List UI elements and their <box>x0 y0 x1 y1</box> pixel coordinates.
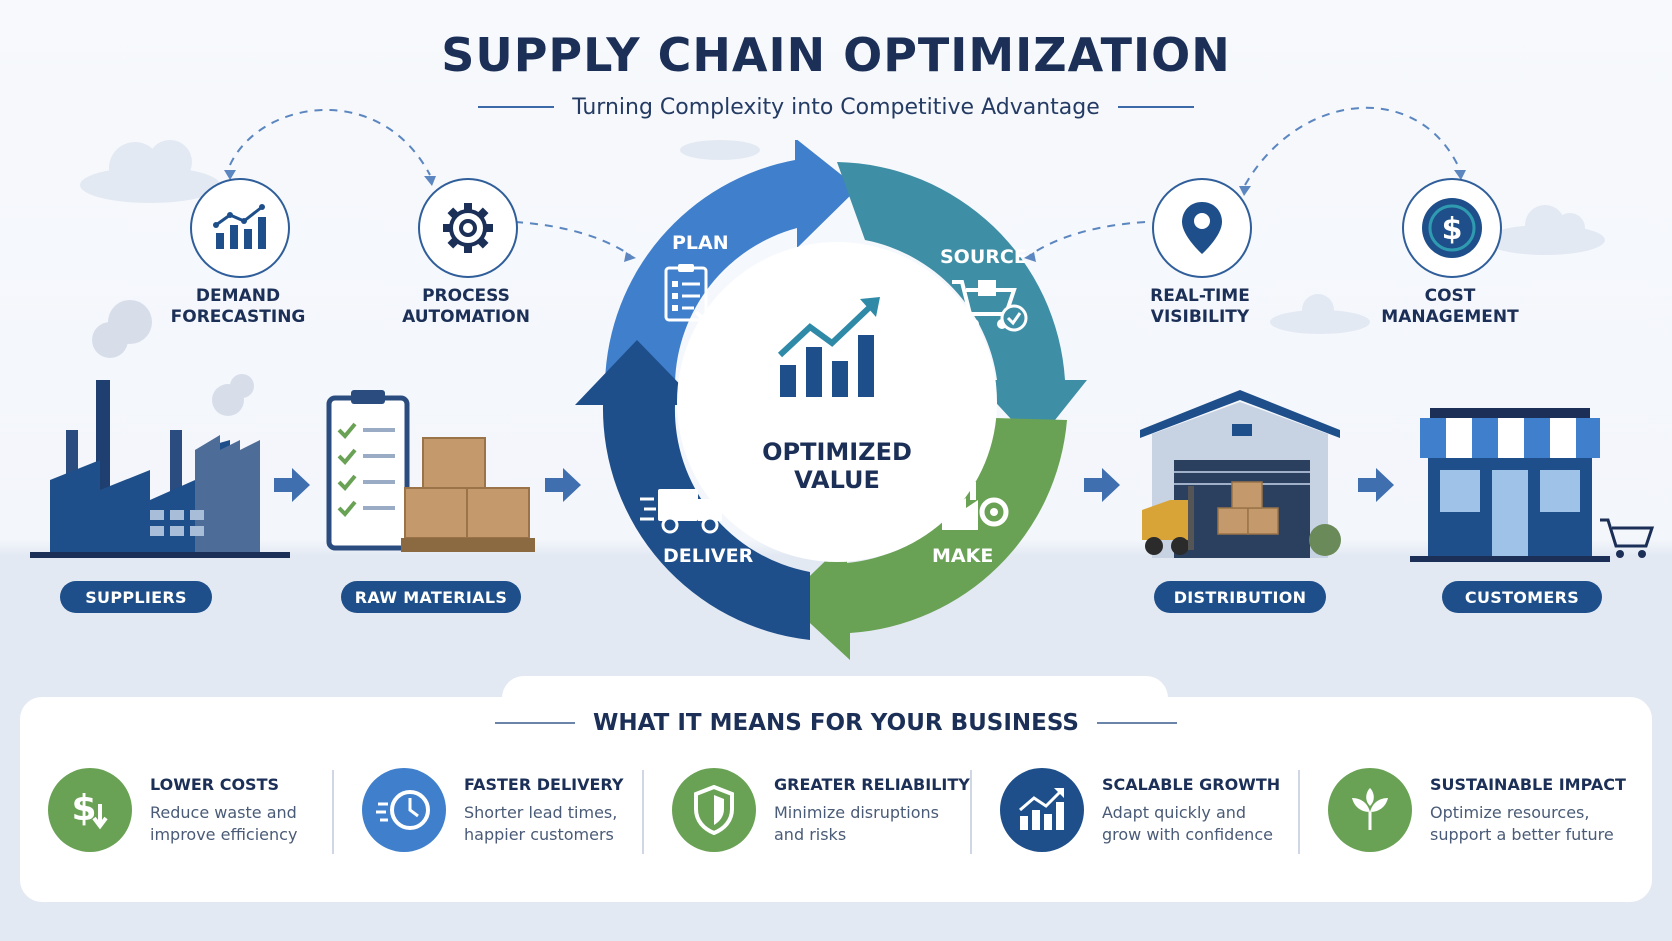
flow-label-raw-materials: RAW MATERIALS <box>341 581 521 613</box>
stage-label-make: MAKE <box>932 545 994 567</box>
flow-label-customers: CUSTOMERS <box>1442 581 1602 613</box>
benefits-title: WHAT IT MEANS FOR YOUR BUSINESS <box>593 710 1079 736</box>
cloud-icon <box>80 140 1605 334</box>
subtitle-rule-left <box>478 106 555 108</box>
feature-label-real-time-visibility: REAL-TIME VISIBILITY <box>1150 286 1250 327</box>
benefit-desc: Shorter lead times, happier customers <box>464 802 618 844</box>
awning <box>1420 418 1600 458</box>
benefit-scalable-growth: SCALABLE GROWTH Adapt quickly and grow wi… <box>1000 765 1280 855</box>
flow-arrow-icon <box>1358 468 1394 502</box>
benefit-sustainable-impact: SUSTAINABLE IMPACT Optimize resources, su… <box>1328 765 1626 855</box>
clipboard-icon <box>664 264 720 324</box>
leaf-icon <box>1328 768 1412 852</box>
dollar-coin-icon: $ <box>1402 178 1502 278</box>
page-title: SUPPLY CHAIN OPTIMIZATION <box>441 28 1231 82</box>
cycle-center-label: OPTIMIZED VALUE <box>762 438 912 494</box>
benefit-desc: Reduce waste and improve efficiency <box>150 802 298 844</box>
growth-chart-icon <box>1000 768 1084 852</box>
boxes-clipboard-icon <box>326 390 535 552</box>
benefit-greater-reliability: GREATER RELIABILITY Minimize disruptions … <box>672 765 970 855</box>
bar-chart-icon <box>190 178 290 278</box>
connector-arrowheads <box>224 170 1466 262</box>
feature-label-cost-management: COST MANAGEMENT <box>1381 286 1519 327</box>
benefit-lower-costs: $ LOWER COSTS Reduce waste and improve ef… <box>48 765 297 855</box>
shield-icon <box>672 768 756 852</box>
svg-text:$: $ <box>71 788 96 829</box>
dashed-connectors <box>229 106 1461 256</box>
factory-gear-icon <box>942 482 1009 530</box>
benefit-title: LOWER COSTS <box>150 774 279 794</box>
cart-icon <box>952 280 1028 332</box>
benefit-faster-delivery: FASTER DELIVERY Shorter lead times, happi… <box>362 765 623 855</box>
cycle-center <box>677 242 997 562</box>
warehouse-icon <box>1140 390 1341 558</box>
truck-icon <box>640 489 722 534</box>
subtitle-rule-right <box>1117 106 1194 108</box>
subtitle-row: Turning Complexity into Competitive Adva… <box>0 92 1672 122</box>
flow-label-distribution: DISTRIBUTION <box>1154 581 1326 613</box>
benefit-title: SUSTAINABLE IMPACT <box>1430 774 1626 794</box>
benefit-separator <box>970 770 972 854</box>
benefits-rule-left <box>495 722 576 724</box>
flow-label-suppliers: SUPPLIERS <box>60 581 212 613</box>
cycle-ring <box>575 140 1087 660</box>
source-segment <box>837 162 1087 445</box>
page-subtitle: Turning Complexity into Competitive Adva… <box>572 94 1100 120</box>
cycle-diagram <box>575 140 1087 660</box>
factory-icon <box>30 300 290 558</box>
clock-icon <box>362 768 446 852</box>
benefit-separator <box>1298 770 1300 854</box>
flow-arrow-icon <box>1084 468 1120 502</box>
plan-segment <box>605 140 858 382</box>
stage-label-plan: PLAN <box>672 232 729 254</box>
benefit-separator <box>332 770 334 854</box>
gear-icon <box>418 178 518 278</box>
benefit-desc: Optimize resources, support a better fut… <box>1430 802 1614 844</box>
dollar-down-icon: $ <box>48 768 132 852</box>
feature-label-demand-forecasting: DEMAND FORECASTING <box>170 286 306 327</box>
flow-arrow-icon <box>545 468 581 502</box>
benefit-desc: Minimize disruptions and risks <box>774 802 939 844</box>
benefit-title: SCALABLE GROWTH <box>1102 774 1281 794</box>
benefit-title: GREATER RELIABILITY <box>774 774 970 794</box>
growth-chart-icon <box>777 297 880 397</box>
feature-label-process-automation: PROCESS AUTOMATION <box>402 286 530 327</box>
benefit-title: FASTER DELIVERY <box>464 774 624 794</box>
benefits-title-row: WHAT IT MEANS FOR YOUR BUSINESS <box>20 708 1652 738</box>
svg-text:$: $ <box>1442 212 1463 247</box>
flow-arrow-icon <box>274 468 310 502</box>
benefits-rule-right <box>1096 722 1177 724</box>
location-pin-icon <box>1152 178 1252 278</box>
store-icon <box>1410 408 1655 562</box>
benefit-separator <box>642 770 644 854</box>
cart-icon <box>1600 518 1655 548</box>
stage-label-source: SOURCE <box>940 246 1027 268</box>
stage-label-deliver: DELIVER <box>663 545 754 567</box>
make-segment <box>785 418 1067 660</box>
benefit-desc: Adapt quickly and grow with confidence <box>1102 802 1273 844</box>
